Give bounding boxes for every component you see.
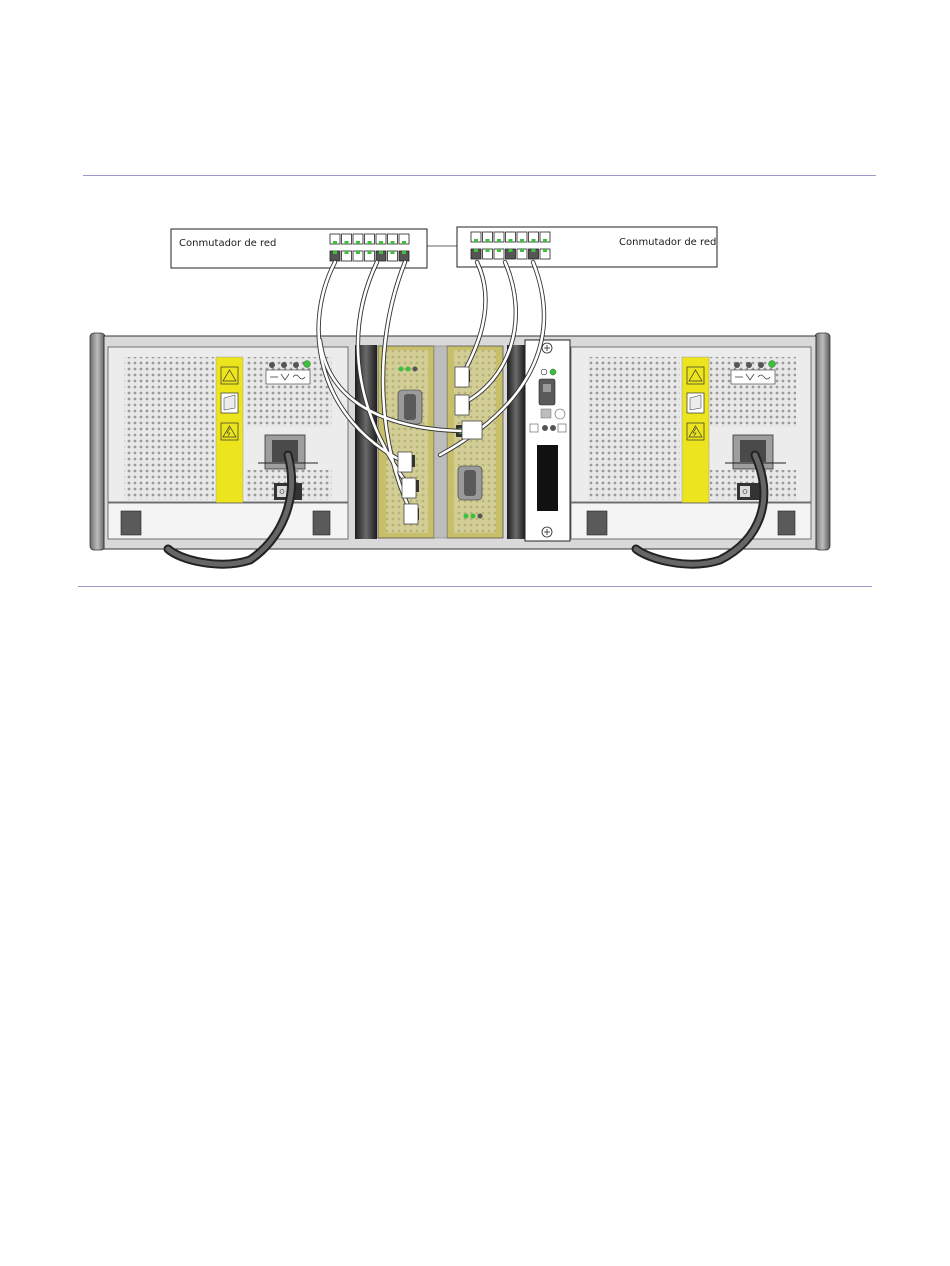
- psu-latch-right-b[interactable]: [778, 511, 795, 535]
- chassis-handle-left: [90, 333, 105, 550]
- switch-left-port-led: [391, 241, 395, 244]
- fan-strip-right: [507, 345, 525, 539]
- switch-right-port-led: [520, 249, 524, 252]
- switch-left-port-led: [379, 251, 383, 254]
- switch-left-label: Conmutador de red: [179, 238, 276, 249]
- network-switch-right: Conmutador de red: [457, 227, 717, 267]
- chassis-handle-right: [815, 333, 830, 550]
- switch-left-port-led: [391, 251, 395, 254]
- switch-right-port-led: [520, 239, 524, 242]
- switch-left-port-led: [402, 251, 406, 254]
- switch-left-port-led: [333, 241, 337, 244]
- warning-triangle-icon: [221, 367, 238, 384]
- switch-left-port-led: [345, 251, 349, 254]
- display-window: [537, 445, 558, 511]
- module-separator: [434, 346, 447, 538]
- electric-hazard-icon: [687, 423, 704, 440]
- switch-left-port-led: [356, 241, 360, 244]
- switch-right-port-led: [543, 239, 547, 242]
- psu-latch-left-a[interactable]: [121, 511, 141, 535]
- switch-right-port-led: [509, 239, 513, 242]
- switch-right-port-led: [509, 249, 513, 252]
- psu-latch-left-b[interactable]: [313, 511, 330, 535]
- power-supply-left: [108, 347, 348, 503]
- switch-right-label: Conmutador de red: [619, 237, 716, 248]
- electric-hazard-icon: [221, 423, 238, 440]
- psu-latch-right-a[interactable]: [587, 511, 607, 535]
- switch-left-port-led: [379, 241, 383, 244]
- switch-right-port-led: [486, 249, 490, 252]
- switch-left-port-led: [368, 241, 372, 244]
- network-switch-left: Conmutador de red: [171, 229, 427, 268]
- switch-right-port-led: [543, 249, 547, 252]
- switch-left-port-led: [368, 251, 372, 254]
- warning-triangle-icon: [687, 367, 704, 384]
- module-release-icon: [221, 393, 238, 413]
- switch-left-port-led: [333, 251, 337, 254]
- switch-right-port-led: [532, 249, 536, 252]
- switch-right-port-led: [497, 249, 501, 252]
- power-supply-right: [571, 347, 811, 503]
- switch-left-port-led: [345, 241, 349, 244]
- switch-right-port-led: [486, 239, 490, 242]
- module-release-icon: [687, 393, 704, 413]
- switch-left-port-led: [402, 241, 406, 244]
- switch-right-port-led: [497, 239, 501, 242]
- switch-left-port-led: [356, 251, 360, 254]
- psu-latch-bar-left: [108, 503, 348, 539]
- switch-right-port-led: [474, 249, 478, 252]
- switch-right-port-led: [532, 239, 536, 242]
- switch-right-port-led: [474, 239, 478, 242]
